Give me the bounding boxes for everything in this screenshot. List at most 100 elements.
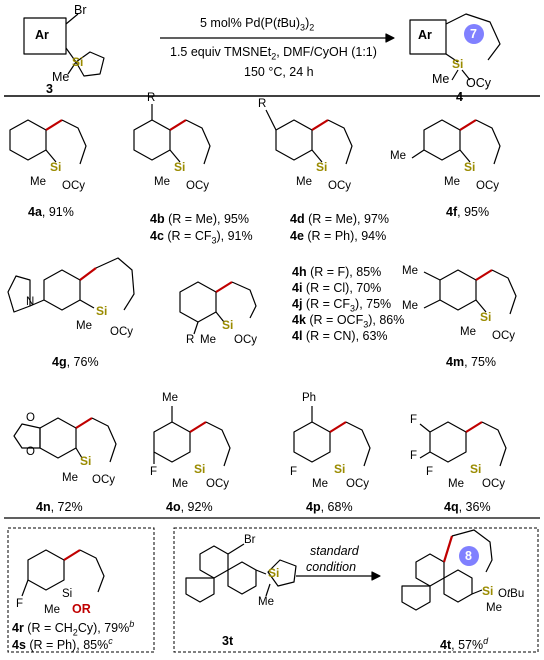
otbu-4t: OtBu xyxy=(498,588,525,600)
ocy-4o: OCy xyxy=(206,478,229,490)
me-4h-4l: Me xyxy=(200,334,216,346)
si-4m: Si xyxy=(480,310,492,324)
me-4f: Me xyxy=(444,176,460,188)
me-4a: Me xyxy=(30,176,46,188)
substrate-compound-label: 3 xyxy=(46,82,53,96)
aryl-box-substrate xyxy=(23,17,67,55)
ocy-4b: OCy xyxy=(186,180,209,192)
temperature-condition: 150 °C, 24 h xyxy=(244,65,314,79)
me-label-substrate: Me xyxy=(52,70,70,84)
si-4b: Si xyxy=(174,160,186,174)
aryl-box-product xyxy=(409,19,447,55)
ocy-4m: OCy xyxy=(492,330,515,342)
caption-4c: 4c (R = CF3), 91% xyxy=(150,229,253,246)
ring-size-badge-8 xyxy=(459,546,479,566)
caption-4t: 4t, 57%d xyxy=(440,636,489,653)
si-4n: Si xyxy=(80,454,92,468)
ocy-4q: OCy xyxy=(482,478,505,490)
caption-4i: 4i (R = Cl), 70% xyxy=(292,281,382,295)
f-4q-a: F xyxy=(410,414,418,426)
si-3t: Si xyxy=(268,566,280,580)
aryl-label-substrate: Ar xyxy=(35,28,49,42)
r-4h-4l: R xyxy=(186,334,195,346)
me-4n: Me xyxy=(62,472,78,484)
me-4q: Me xyxy=(448,478,464,490)
me-4t: Me xyxy=(486,602,502,614)
caption-4e: 4e (R = Ph), 94% xyxy=(290,229,387,243)
aryl-label-product: Ar xyxy=(418,28,432,42)
caption-4p: 4p, 68% xyxy=(306,500,353,514)
o-4n-a: O xyxy=(26,412,35,424)
me-4d: Me xyxy=(296,176,312,188)
product-compound-label: 4 xyxy=(456,90,463,104)
caption-4k: 4k (R = OCF3), 86% xyxy=(292,313,405,330)
dashed-box-4t xyxy=(173,527,539,653)
caption-4g: 4g, 76% xyxy=(52,355,99,369)
arrow-label-condition: condition xyxy=(306,560,357,574)
caption-4o: 4o, 92% xyxy=(166,500,213,514)
dashed-box-4r-4s xyxy=(7,527,155,653)
ocy-label-product: OCy xyxy=(466,76,491,90)
caption-4h: 4h (R = F), 85% xyxy=(292,265,382,279)
caption-4b: 4b (R = Me), 95% xyxy=(150,212,249,226)
me-label-product: Me xyxy=(432,72,450,86)
arrow-label-standard: standard xyxy=(310,544,359,558)
si-4h-4l: Si xyxy=(222,318,234,332)
caption-4s: 4s (R = Ph), 85%c xyxy=(12,636,113,653)
ring-size-badge-7 xyxy=(464,24,484,44)
o-4n-b: O xyxy=(26,446,35,458)
caption-4f: 4f, 95% xyxy=(446,205,490,219)
me-4g: Me xyxy=(76,320,92,332)
ph-4p: Ph xyxy=(302,392,317,404)
ocy-4d: OCy xyxy=(328,180,351,192)
r-4b: R xyxy=(147,92,156,104)
caption-4j: 4j (R = CF3), 75% xyxy=(292,297,392,314)
si-4d: Si xyxy=(316,160,328,174)
caption-4m: 4m, 75% xyxy=(446,355,497,369)
caption-4a: 4a, 91% xyxy=(28,205,74,219)
me-4r-4s: Me xyxy=(44,604,60,616)
ocy-4g: OCy xyxy=(110,326,133,338)
ocy-4a: OCy xyxy=(62,180,85,192)
me-substituent-4m-b: Me xyxy=(402,300,418,312)
reagent-condition: 1.5 equiv TMSNEt2, DMF/CyOH (1:1) xyxy=(170,45,377,62)
r-4d: R xyxy=(258,98,267,110)
si-4p: Si xyxy=(334,462,346,476)
caption-4n: 4n, 72% xyxy=(36,500,83,514)
caption-4d: 4d (R = Me), 97% xyxy=(290,212,389,226)
si-4a: Si xyxy=(50,160,62,174)
me-4b: Me xyxy=(154,176,170,188)
caption-4q: 4q, 36% xyxy=(444,500,491,514)
n-4g: N xyxy=(26,296,35,308)
si-4f: Si xyxy=(464,160,476,174)
substrate-label-3t: 3t xyxy=(222,634,234,648)
me-4p: Me xyxy=(312,478,328,490)
me-substituent-4o: Me xyxy=(162,392,178,404)
me-3t: Me xyxy=(258,596,274,608)
ocy-4p: OCy xyxy=(346,478,369,490)
br-3t: Br xyxy=(244,534,256,546)
ocy-4n: OCy xyxy=(92,474,115,486)
caption-4l: 4l (R = CN), 63% xyxy=(292,329,388,343)
catalyst-condition: 5 mol% Pd(P(tBu)3)2 xyxy=(200,16,315,33)
si-label-substrate: Si xyxy=(72,55,84,69)
caption-4r: 4r (R = CH2Cy), 79%b xyxy=(12,619,135,638)
si-label-product: Si xyxy=(452,57,464,71)
badge-text-7: 7 xyxy=(470,27,477,41)
f-4q-c: F xyxy=(426,466,434,478)
me-4m: Me xyxy=(460,326,476,338)
si-4o: Si xyxy=(194,462,206,476)
si-4t: Si xyxy=(482,584,494,598)
bromo-label: Br xyxy=(74,3,87,17)
me-substituent-4m-a: Me xyxy=(402,265,418,277)
me-4o: Me xyxy=(172,478,188,490)
f-4o: F xyxy=(150,466,158,478)
badge-text-8: 8 xyxy=(465,549,472,563)
or-label-4r-4s: OR xyxy=(72,602,91,616)
ocy-4f: OCy xyxy=(476,180,499,192)
me-substituent-4f: Me xyxy=(390,150,406,162)
ocy-4h-4l: OCy xyxy=(234,334,257,346)
f-4p: F xyxy=(290,466,298,478)
si-4q: Si xyxy=(470,462,482,476)
